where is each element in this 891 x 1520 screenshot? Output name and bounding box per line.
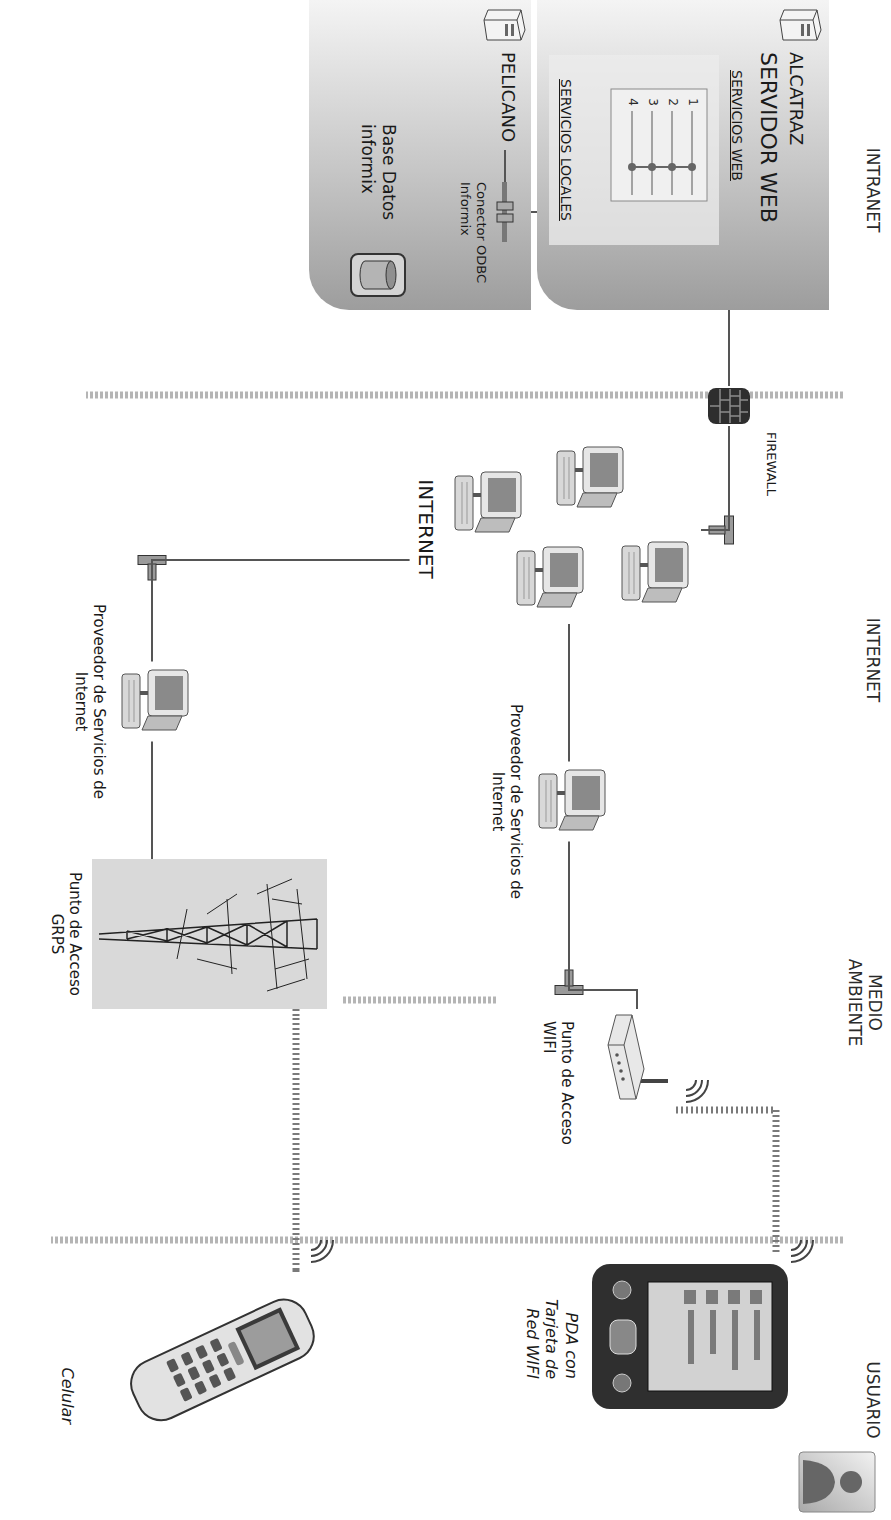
server-role: SERVIDOR WEB xyxy=(754,52,781,223)
connector-stub xyxy=(568,624,570,628)
tower-image-box xyxy=(92,859,327,1009)
internet-cloud: INTERNET xyxy=(410,430,701,628)
database-icon xyxy=(349,252,407,298)
isp-label: Proveedor de Servicios de Internet xyxy=(488,694,525,909)
zone-heading: INTERNET xyxy=(863,580,883,740)
computer-icon xyxy=(112,662,192,742)
list-number: 3 xyxy=(646,93,660,111)
server-panel: PELICANO Conector ODBC Informix Base Datos… xyxy=(309,0,531,310)
connector-stub xyxy=(151,590,153,662)
zone-separator xyxy=(51,395,843,1240)
connector-stub xyxy=(568,842,570,914)
user-icon xyxy=(799,1452,875,1512)
connector-line xyxy=(728,310,730,382)
connector-stub xyxy=(293,1270,300,1274)
phone-icon xyxy=(117,1274,327,1444)
router-icon-box xyxy=(602,1009,672,1105)
connector-stub xyxy=(151,742,153,814)
firewall: FIREWALL xyxy=(702,382,783,500)
connector-stub xyxy=(728,382,730,386)
pda-icon xyxy=(587,1254,792,1419)
cell-phone: Celular xyxy=(53,1270,331,1448)
phone-icon-box xyxy=(117,1274,327,1444)
connector-line xyxy=(152,560,410,590)
access-point-label: Punto de Acceso WIFI xyxy=(539,1021,576,1181)
wireless-link xyxy=(293,1018,300,1270)
section-heading: SERVICIOS WEB xyxy=(728,70,745,181)
services-list xyxy=(549,55,719,245)
connector-stub xyxy=(568,690,570,762)
computer-icon-box xyxy=(529,762,609,842)
server-icon-box xyxy=(483,6,527,42)
pda-icon-box xyxy=(587,1254,792,1419)
access-point-label: Punto de Acceso GRPS xyxy=(47,854,84,1014)
server-name: ALCATRAZ xyxy=(785,52,807,145)
router-icon xyxy=(602,1009,672,1105)
wireless-link xyxy=(676,1110,776,1250)
isp-label: Proveedor de Servicios de Internet xyxy=(71,594,108,809)
database-icon-box xyxy=(349,252,407,298)
device-label: Celular xyxy=(57,1368,77,1424)
node-art xyxy=(309,0,531,310)
device-label: PDA con Tarjeta de Red WIFI xyxy=(522,1264,581,1379)
connector-line xyxy=(569,913,637,1005)
connector-icon-box xyxy=(493,182,517,242)
connector-stub xyxy=(773,1250,780,1254)
connector-line xyxy=(701,500,729,530)
server-panel: ALCATRAZSERVIDOR WEB SERVICIOS WEB SERVICI… xyxy=(537,0,829,310)
zone-heading: INTRANET xyxy=(863,110,883,270)
server-icon-box xyxy=(779,6,823,42)
tower-image xyxy=(92,859,327,1009)
zone-heading: USUARIO xyxy=(863,1320,883,1480)
connector-stub xyxy=(293,1009,300,1018)
pda-device: PDA con Tarjeta de Red WIFI xyxy=(518,1250,796,1423)
gprs-access-point: Punto de Acceso GRPS xyxy=(43,850,331,1018)
computer-cluster-box xyxy=(442,434,697,624)
connector-stub xyxy=(728,426,730,500)
node-art xyxy=(549,55,719,245)
firewall-icon xyxy=(706,386,752,426)
server-icon xyxy=(483,6,527,42)
database: Base Datos informix xyxy=(345,120,411,302)
list-number: 1 xyxy=(686,93,700,111)
section-heading: SERVICIOS LOCALES xyxy=(557,79,574,221)
server-icon xyxy=(779,6,823,42)
connector-line xyxy=(568,628,570,690)
connector-icon xyxy=(493,182,517,242)
server-name: PELICANO xyxy=(497,52,519,142)
zone-heading: MEDIO AMBIENTE xyxy=(844,935,885,1070)
list-number: 2 xyxy=(666,93,680,111)
connector-label: Conector ODBC Informix xyxy=(457,182,489,306)
connector-stub xyxy=(151,850,153,859)
connector-stub xyxy=(636,1005,638,1009)
odbc-connector: Conector ODBC Informix xyxy=(453,178,521,310)
firewall-label: FIREWALL xyxy=(763,432,779,496)
connector-line xyxy=(151,813,153,850)
isp-node: Proveedor de Servicios de Internet xyxy=(484,690,613,913)
services-box: SERVICIOS LOCALES xyxy=(549,55,719,245)
computer-icon-box xyxy=(112,662,192,742)
wifi-access-point: Punto de Acceso WIFI xyxy=(535,1005,676,1185)
list-number: 4 xyxy=(626,93,640,111)
leader-line xyxy=(309,0,531,310)
internet-label: INTERNET xyxy=(414,479,438,578)
computer-cluster xyxy=(442,434,697,624)
firewall-icon-box xyxy=(706,386,752,426)
isp-node: Proveedor de Servicios de Internet xyxy=(67,590,196,813)
database-label: Base Datos informix xyxy=(357,124,398,244)
computer-icon xyxy=(529,762,609,842)
